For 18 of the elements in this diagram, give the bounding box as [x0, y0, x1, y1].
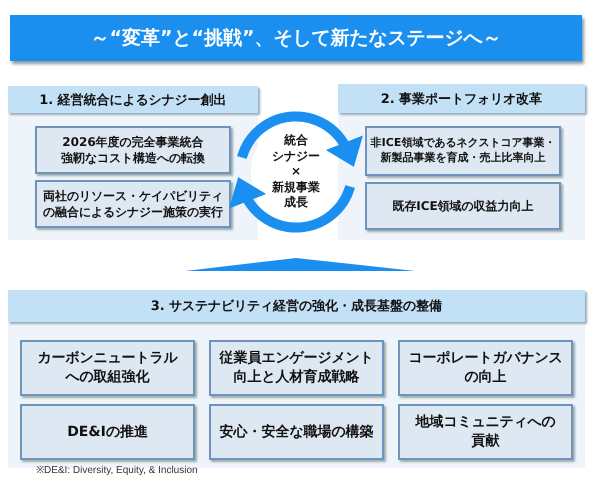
initiative-box: 既存ICE領域の収益力向上: [365, 182, 561, 230]
initiative-box: 地域コミュニティへの貢献: [398, 404, 573, 460]
initiative-box: 両社のリソース・ケイパビリティの融合によるシナジー施策の実行: [35, 180, 231, 228]
section-panel: [8, 86, 258, 240]
curved-arrow: [237, 112, 362, 166]
initiative-box: 安心・安全な職場の構築: [209, 404, 384, 460]
initiative-box: 従業員エンゲージメント向上と人材育成戦略: [209, 340, 384, 396]
initiative-box: カーボンニュートラルへの取組強化: [20, 340, 195, 396]
initiative-box: 非ICE領域であるネクストコア事業・新製品事業を育成・売上比率向上: [365, 126, 561, 176]
initiative-box: DE&Iの推進: [20, 404, 195, 460]
section-header: 2. 事業ポートフォリオ改革: [338, 84, 585, 113]
section-header: 1. 経営統合によるシナジー創出: [8, 86, 258, 113]
initiative-box: コーポレートガバナンスの向上: [398, 340, 573, 396]
footnote: ※DE&I: Diversity, Equity, & Inclusion: [36, 464, 198, 476]
section-header: 3. サステナビリティ経営の強化・成長基盤の整備: [8, 290, 585, 322]
initiative-box: 2026年度の完全事業統合強靭なコスト構造への転換: [35, 126, 231, 174]
section-panel: [338, 84, 585, 240]
title-banner: ～“変革”と“挑戦”、そして新たなステージへ～: [10, 15, 582, 61]
